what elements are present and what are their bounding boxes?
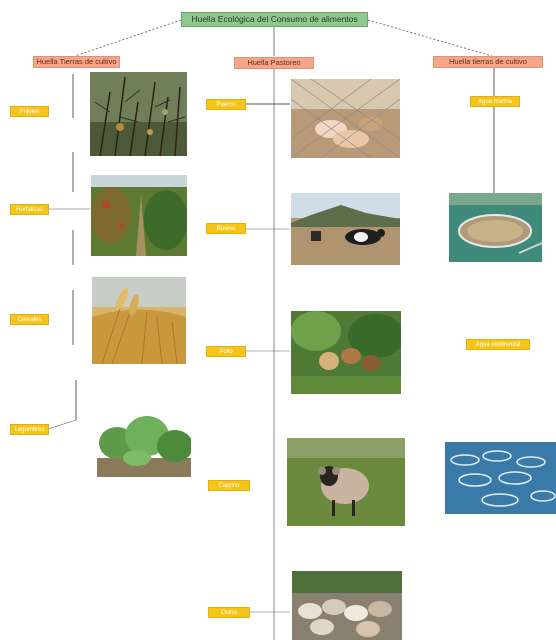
leaf-legumbres: Legumbres: [10, 424, 49, 435]
puerco-photo: [291, 79, 400, 158]
leaf-ovino: Ovino: [208, 607, 250, 618]
leaf-pollo: Pollo: [206, 346, 246, 357]
pollo-photo: [291, 311, 401, 394]
leaf-hortalizas: Hortalizas: [10, 204, 49, 215]
leaf-caprino: Caprino: [208, 480, 250, 491]
leaf-agua-continental: Agua continental: [466, 339, 530, 350]
root-node: Huella Ecológica del Consumo de alimento…: [181, 12, 368, 27]
leaf-puerco: Puerco: [206, 99, 246, 110]
legumbres-photo: [97, 408, 191, 477]
branch-center-label: Huella Pastoreo: [234, 57, 314, 69]
leaf-cereales: Cereales: [10, 314, 49, 325]
leaf-frijoles: Frijoles: [10, 106, 49, 117]
hortalizas-photo: [91, 175, 187, 256]
caprino-photo: [287, 438, 405, 526]
bovino-photo: [291, 193, 400, 265]
leaf-agua-marina: Agua marina: [470, 96, 520, 107]
leaf-bovino: Bovino: [206, 223, 246, 234]
frijoles-photo: [90, 72, 187, 156]
agua-marina-photo: [449, 193, 542, 262]
ovino-photo: [292, 571, 402, 640]
branch-right-label: Huella tierras de cultivo: [433, 56, 543, 68]
agua-continental-photo: [445, 442, 556, 514]
cereales-photo: [92, 277, 186, 364]
branch-left-label: Huella Tierras de cultivo: [33, 56, 120, 68]
